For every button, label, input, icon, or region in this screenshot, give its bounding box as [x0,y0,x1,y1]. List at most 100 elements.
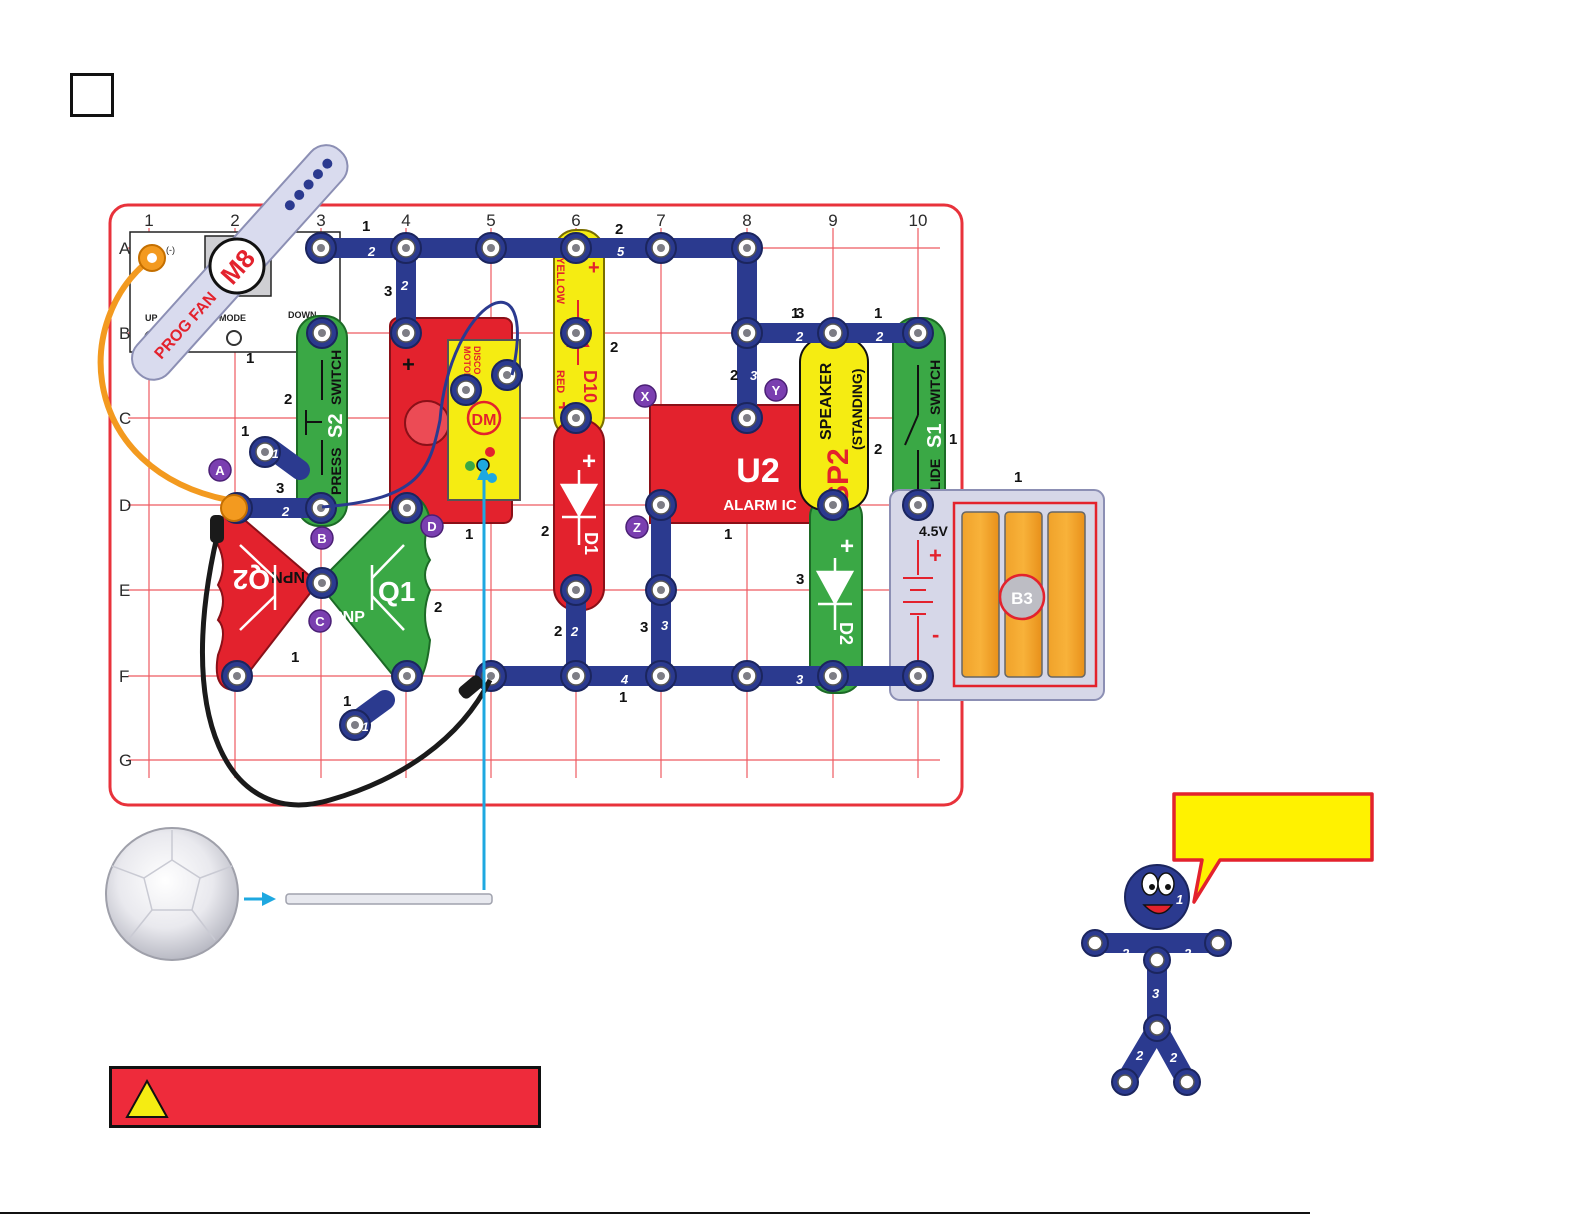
wire-number-a_top_2: 2 [367,244,376,259]
snap-connector[interactable] [560,660,592,692]
snap-connector[interactable] [306,317,338,349]
b3-minus: - [932,622,939,647]
d1-label: D1 [581,532,601,555]
snap-connector[interactable] [731,660,763,692]
disco-motor-label: DM [472,412,497,429]
snap-connector[interactable] [902,660,934,692]
warning-triangle-icon [125,1078,169,1118]
blue-jumper-wire[interactable] [321,300,519,509]
snap-connector[interactable] [731,402,763,434]
q1-pnp-transistor[interactable] [316,493,432,692]
wire-number-col4_2: 2 [400,278,409,293]
snap-connector[interactable] [450,374,482,406]
col-label: 2 [230,211,239,230]
snap-connector[interactable] [391,492,423,524]
level-number: 1 [1014,469,1022,486]
fan-mode-button[interactable] [226,330,242,346]
col-label: 7 [656,211,665,230]
q2-symbol-icon [239,544,277,631]
row-label: F [119,667,129,686]
snap-connector[interactable] [391,660,423,692]
svg-text:B: B [317,531,326,546]
snap-wires: 11 [221,232,934,741]
speech-bubble [1170,790,1376,910]
b3-label: B3 [1011,589,1033,608]
battery-cell-3 [1047,511,1086,678]
snap-connector[interactable] [491,359,523,391]
motor-red-dot [485,447,495,457]
snap-connector[interactable] [560,402,592,434]
single-snap-label: 1 [272,447,279,461]
svg-text:Y: Y [772,383,781,398]
col-label: 4 [401,211,410,230]
snap-connector[interactable] [560,317,592,349]
orange-jumper-wire[interactable] [97,255,229,503]
snap-connector[interactable] [817,660,849,692]
snap-connector[interactable] [560,232,592,264]
s1-id: S1 [924,424,946,448]
snap-connector[interactable] [731,232,763,264]
snap-connector[interactable] [475,232,507,264]
s2-switch-symbol-icon [305,360,323,475]
snap-connector[interactable] [902,489,934,521]
snap-connector[interactable] [305,232,337,264]
row-label: G [119,751,132,770]
level-number: 2 [615,221,623,238]
snap-connector[interactable] [645,574,677,606]
snap-connector[interactable] [817,317,849,349]
test-point-D: D [420,514,444,538]
wire-number-a_top_5: 5 [617,244,625,259]
level-number: 3 [276,480,284,497]
wire-number-b_top_2: 2 [795,329,804,344]
snap-connector[interactable] [221,660,253,692]
battery-symbol-icon [903,540,933,660]
snap-connector[interactable] [305,492,337,524]
row-label: C [119,409,131,428]
page-footer-rule [0,1212,1310,1214]
d2-plus: + [840,533,854,560]
col-label: 8 [742,211,751,230]
fan-pin-label: (-) [166,245,175,255]
d2-symbol-icon [815,558,855,630]
level-number: 1 [362,218,370,235]
project-checkbox[interactable] [70,73,114,117]
snap-connector[interactable] [560,574,592,606]
level-number: 1 [291,649,299,666]
svg-text:2: 2 [1169,1050,1178,1065]
small-arrow-head-icon [262,892,276,906]
snap-connector[interactable] [645,489,677,521]
warning-banner [109,1066,541,1128]
snap-connector[interactable] [306,567,338,599]
svg-text:D: D [427,519,436,534]
single-snap-g1[interactable] [339,709,371,741]
black-jumper-plug-2 [210,515,224,543]
level-number: 1 [949,431,957,448]
col-label: 9 [828,211,837,230]
snap-connector[interactable] [390,232,422,264]
black-jumper-wire[interactable] [199,519,493,808]
q2-type: NPN [271,568,305,585]
b3-badge [998,573,1046,621]
b3-battery-frame [952,501,1098,688]
snap-connector[interactable] [645,232,677,264]
level-number: 2 [434,599,442,616]
fan-mode-label: MODE [219,313,246,323]
snap-connector[interactable] [390,317,422,349]
level-number: 2 [610,339,618,356]
level-number: 1 [724,526,732,543]
disco-motor-name-2: MOTOR [462,346,472,380]
row-label: A [119,239,131,258]
orange-jumper-end-d1[interactable] [220,494,248,522]
single-snap-c1[interactable] [249,436,281,468]
s1-switch-symbol-icon [904,365,919,495]
test-point-X: X [633,384,657,408]
sp2-sub: (STANDING) [849,369,865,450]
snap-connector[interactable] [817,489,849,521]
snap-connector[interactable] [645,660,677,692]
wire-number-f_row_2: 2 [570,624,579,639]
snap-connector[interactable] [731,317,763,349]
snap-connector[interactable] [902,317,934,349]
